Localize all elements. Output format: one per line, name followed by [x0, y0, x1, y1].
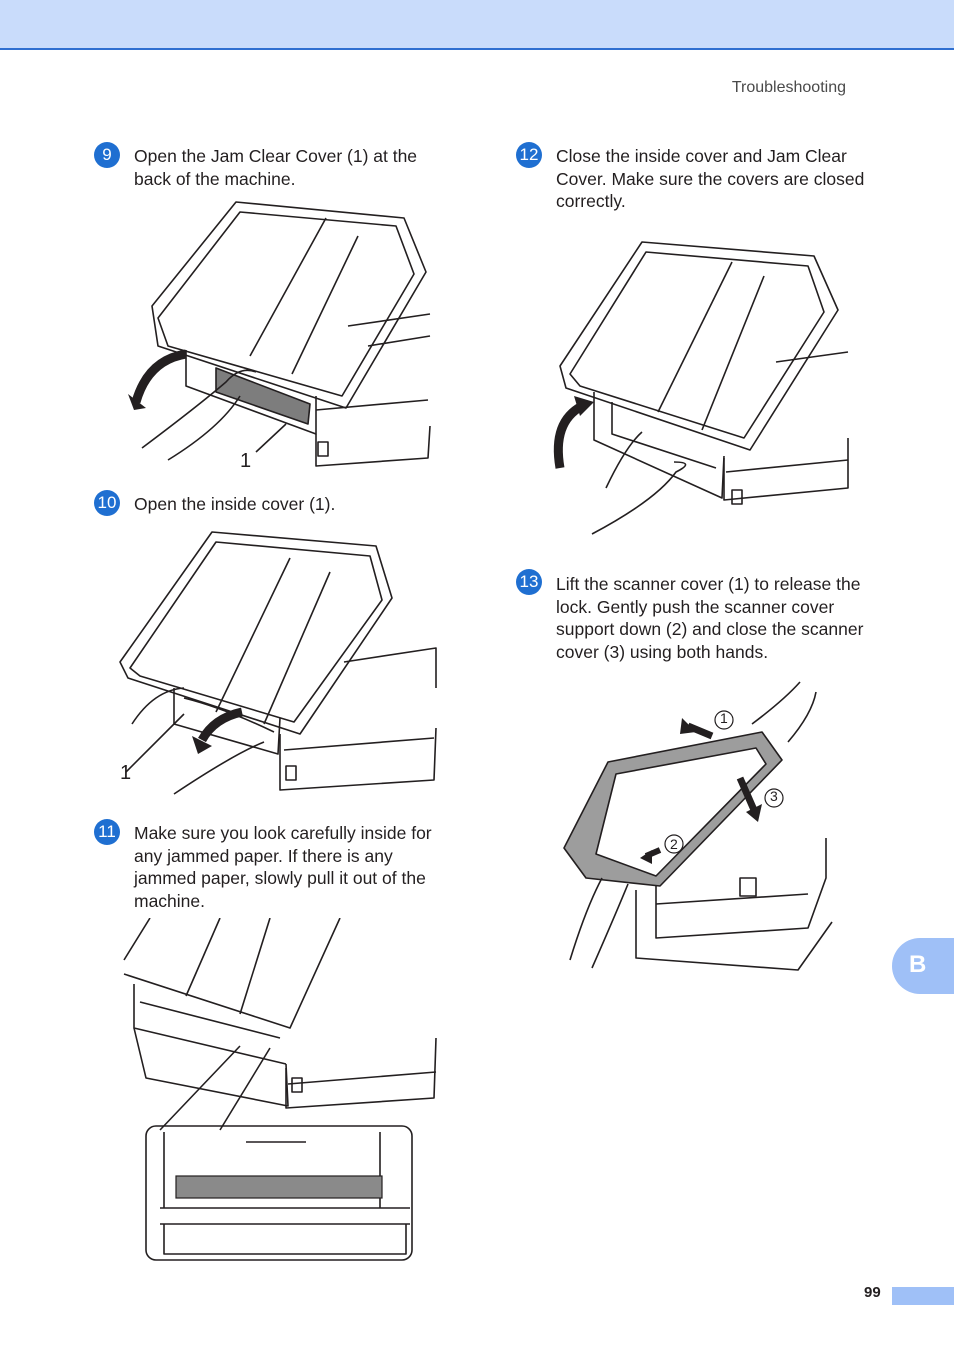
- printer-illustration-scanner-cover: [563, 681, 833, 971]
- chapter-tab: B: [892, 938, 954, 994]
- step-text-11: Make sure you look carefully inside for …: [134, 823, 432, 911]
- header-bar: [0, 0, 954, 50]
- step-number-12: 12: [516, 142, 542, 168]
- page-number: 99: [864, 1284, 881, 1301]
- callout-label: 3: [770, 788, 778, 804]
- chapter-tab-letter: B: [909, 951, 927, 978]
- step-text-9: Open the Jam Clear Cover (1) at the back…: [134, 146, 418, 189]
- printer-illustration-inside-cover: [119, 531, 437, 795]
- step-text-12: Close the inside cover and Jam Clear Cov…: [556, 146, 865, 211]
- callout-label: 2: [670, 836, 678, 852]
- step-text-13: Lift the scanner cover (1) to release th…: [556, 574, 864, 662]
- printer-illustration-jammed-paper-check: [123, 918, 437, 1261]
- callout-label: 1: [240, 450, 252, 472]
- section-title: Troubleshooting: [731, 79, 846, 96]
- step-number-13: 13: [516, 569, 542, 595]
- step-text-10: Open the inside cover (1).: [134, 494, 336, 514]
- printer-illustration-jam-clear-cover: [128, 201, 431, 467]
- callout-label: 1: [120, 762, 132, 784]
- step-number-11: 11: [94, 819, 120, 845]
- step-number-9: 9: [94, 142, 120, 168]
- callout-label: 1: [720, 710, 728, 726]
- printer-illustration-close-covers: [553, 241, 849, 535]
- page-number-bar: [892, 1287, 954, 1305]
- step-number-10: 10: [94, 490, 120, 516]
